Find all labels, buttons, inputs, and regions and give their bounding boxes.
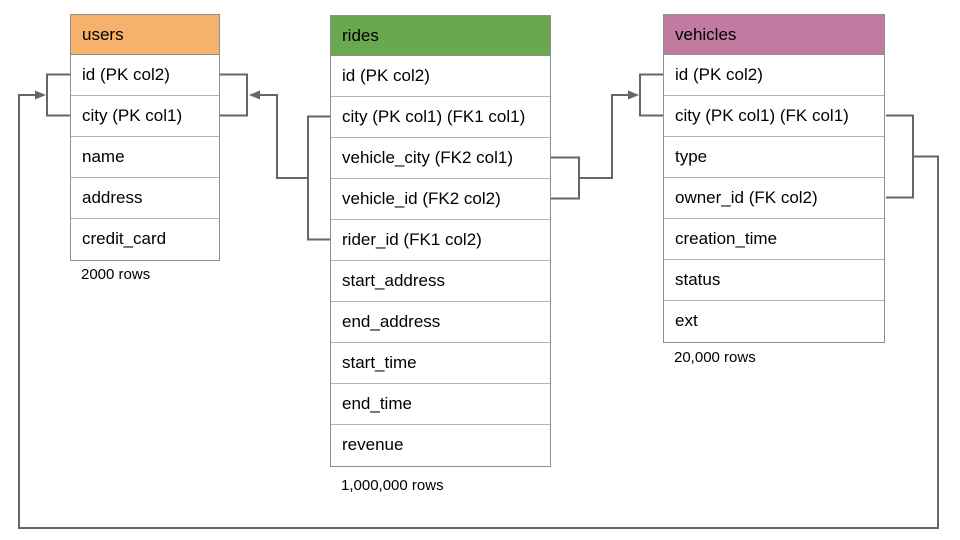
users-pk-bracket [220, 73, 248, 117]
rides-column-id: id (PK col2) [331, 56, 550, 97]
rides-column-revenue: revenue [342, 435, 404, 454]
users-column-city: city (PK col1) [71, 96, 219, 137]
rides-fk2-bracket [551, 156, 580, 200]
users-column-id: id (PK col2) [71, 55, 219, 96]
arrowhead-to-users-left-icon [35, 90, 46, 100]
vehicles-column-owner-id: owner_id (FK col2) [664, 178, 884, 219]
vehicles-column-city: city (PK col1) (FK col1) [664, 96, 884, 137]
arrowhead-to-users-icon [249, 90, 260, 100]
vehicles-column-status: status [664, 260, 884, 301]
rides-row-count: 1,000,000 rows [341, 477, 444, 494]
rides-column-start-address: start_address [331, 261, 550, 302]
table-vehicles: vehicles id (PK col2) city (PK col1) (FK… [663, 14, 885, 343]
vehicles-fk-loop-line [18, 94, 939, 529]
fk-vehicles-to-users-connector [18, 73, 939, 529]
fk1-elbow-line [258, 94, 308, 179]
users-column-credit-card: credit_card [82, 229, 167, 248]
vehicles-column-id: id (PK col2) [664, 55, 884, 96]
table-rides: rides id (PK col2) city (PK col1) (FK1 c… [330, 15, 551, 467]
rides-column-start-time: start_time [331, 343, 550, 384]
table-users-title: users [71, 15, 219, 55]
vehicles-column-ext: ext [675, 311, 698, 330]
table-rides-title: rides [331, 16, 550, 56]
users-column-name: name [71, 137, 219, 178]
vehicles-pk-bracket [639, 73, 663, 117]
fk2-elbow-line [579, 94, 629, 179]
arrowhead-to-vehicles-icon [628, 90, 639, 100]
rides-column-vehicle-city: vehicle_city (FK2 col1) [331, 138, 550, 179]
rides-column-rider-id: rider_id (FK1 col2) [331, 220, 550, 261]
vehicles-row-count: 20,000 rows [674, 349, 756, 366]
fk2-rides-to-vehicles-connector [551, 73, 663, 200]
rides-column-end-address: end_address [331, 302, 550, 343]
rides-column-city: city (PK col1) (FK1 col1) [331, 97, 550, 138]
users-pk-left-bracket [46, 73, 70, 117]
table-vehicles-title: vehicles [664, 15, 884, 55]
rides-fk1-bracket [307, 115, 330, 241]
vehicles-fk-bracket [886, 114, 914, 199]
vehicles-column-creation-time: creation_time [664, 219, 884, 260]
users-row-count: 2000 rows [81, 266, 151, 283]
fk1-rides-to-users-connector [220, 73, 330, 241]
rides-column-end-time: end_time [331, 384, 550, 425]
vehicles-column-type: type [664, 137, 884, 178]
rides-column-vehicle-id: vehicle_id (FK2 col2) [331, 179, 550, 220]
users-column-address: address [71, 178, 219, 219]
table-users: users id (PK col2) city (PK col1) name a… [70, 14, 220, 261]
